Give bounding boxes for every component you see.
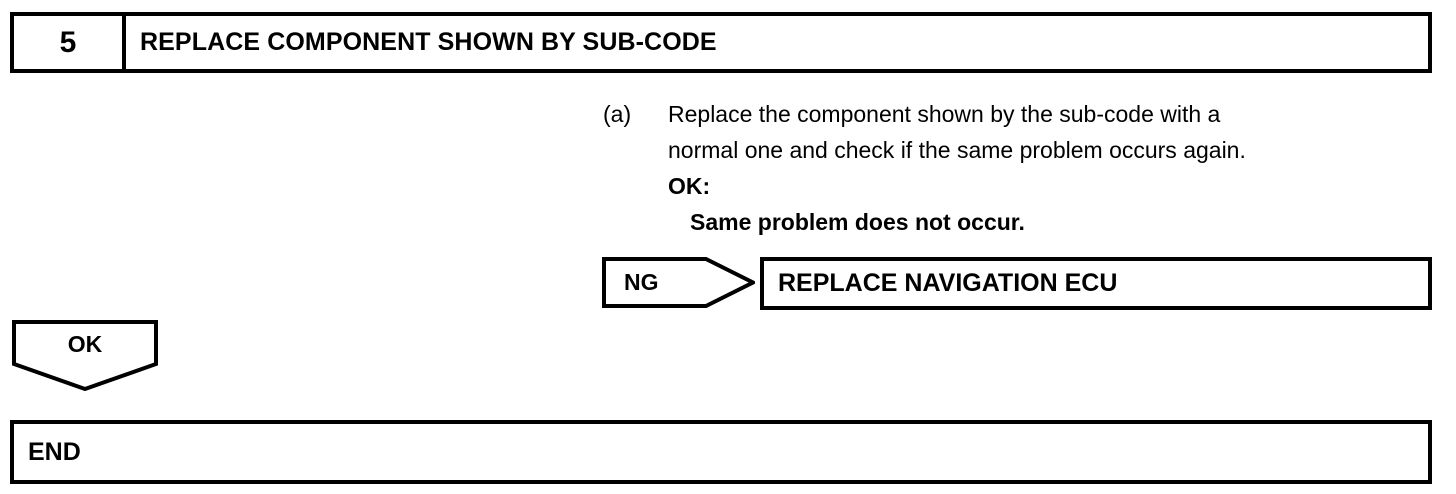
result-box-end: END bbox=[10, 420, 1432, 484]
step-header-bar: 5 REPLACE COMPONENT SHOWN BY SUB-CODE bbox=[10, 12, 1432, 73]
step-number: 5 bbox=[14, 16, 126, 69]
procedure-block: (a) Replace the component shown by the s… bbox=[603, 96, 1443, 240]
branch-arrow-ok-label: OK bbox=[67, 330, 103, 357]
branch-arrow-ok: OK bbox=[12, 320, 158, 391]
result-box-replace-navigation-ecu: REPLACE NAVIGATION ECU bbox=[760, 257, 1432, 310]
procedure-item-marker: (a) bbox=[603, 101, 632, 127]
ng-arrow-shape bbox=[602, 257, 755, 308]
procedure-item: (a) Replace the component shown by the s… bbox=[603, 96, 1443, 240]
branch-arrow-ng: NG bbox=[602, 257, 755, 308]
procedure-text-line-2: normal one and check if the same problem… bbox=[668, 137, 1246, 163]
procedure-item-body: Replace the component shown by the sub-c… bbox=[668, 96, 1443, 240]
step-title: REPLACE COMPONENT SHOWN BY SUB-CODE bbox=[140, 28, 717, 56]
ok-arrow-shape bbox=[12, 320, 158, 391]
procedure-text-line-1: Replace the component shown by the sub-c… bbox=[668, 101, 1221, 127]
branch-arrow-ng-label: NG bbox=[624, 269, 659, 295]
procedure-result-label: OK: bbox=[668, 173, 711, 199]
procedure-result-text: Same problem does not occur. bbox=[690, 209, 1025, 235]
